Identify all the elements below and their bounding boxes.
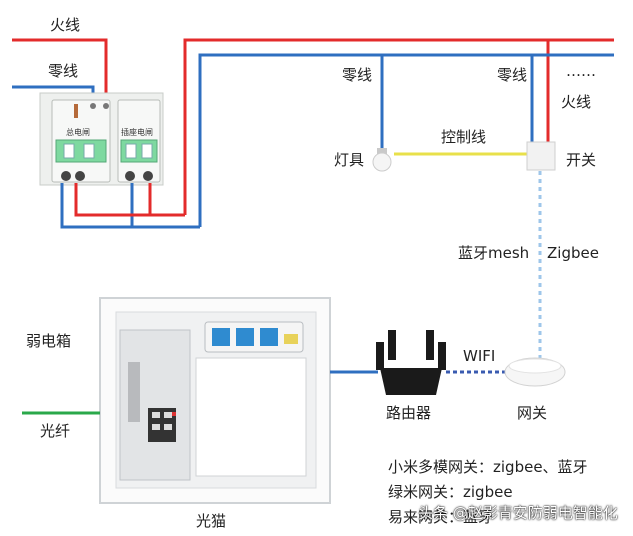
fire-switch-label: 火线 [561,93,592,111]
zigbee-label: Zigbee [547,244,599,262]
bt-mesh-label: 蓝牙mesh [458,244,530,262]
wifi-label: WIFI [463,347,496,365]
main-breaker-label: 总电闸 [66,128,90,137]
note-line-1: 小米多模网关：zigbee、蓝牙 [388,458,588,476]
neutral-wire-label-top: 零线 [48,62,79,80]
lamp-label: 灯具 [334,151,365,169]
ellipsis-label: …… [566,62,596,80]
switch-label: 开关 [566,151,597,169]
note-line-3: 易来网关：蓝牙 [388,508,494,526]
gateway-icon [504,357,566,387]
breaker-panel [39,92,164,186]
router-icon [376,330,446,395]
note-line-2: 绿米网关：zigbee [388,483,513,501]
onu-label: 光猫 [196,512,227,530]
control-wire-label: 控制线 [441,128,487,146]
switch-icon [526,141,556,171]
lamp-icon [372,148,392,172]
fire-wire-top [12,38,614,215]
watermark: 头条 @赵影青安防弱电智能化 [418,504,618,522]
weak-box-label: 弱电箱 [26,332,72,350]
neutral-switch-label: 零线 [497,66,528,84]
weak-current-box [99,297,331,504]
fire-wire-label-top: 火线 [50,16,81,34]
neutral-lamp-label: 零线 [342,66,373,84]
fiber-label: 光纤 [40,422,71,440]
gateway-label: 网关 [517,404,548,422]
breaker-bottom-wires [60,183,200,229]
outlet-breaker-label: 插座电闸 [121,128,153,137]
router-label: 路由器 [386,404,432,422]
